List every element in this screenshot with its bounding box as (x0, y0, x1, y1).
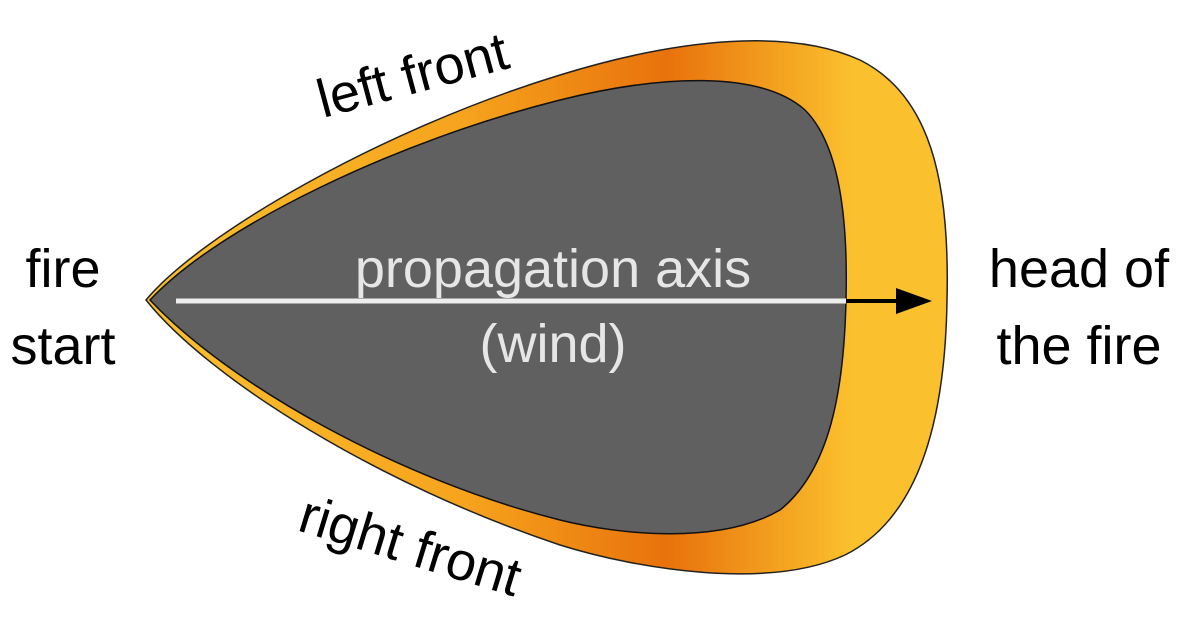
propagation-axis-label-line1: propagation axis (355, 239, 751, 299)
fire-start-label-line2: start (10, 316, 115, 376)
fire-start-label-line1: fire (25, 239, 100, 299)
arrow-head-icon (896, 288, 932, 314)
burned-area-region (148, 79, 848, 535)
propagation-axis-label-line2: (wind) (479, 314, 626, 374)
head-of-fire-label-line2: the fire (996, 316, 1161, 376)
head-of-fire-label-line1: head of (989, 239, 1170, 299)
